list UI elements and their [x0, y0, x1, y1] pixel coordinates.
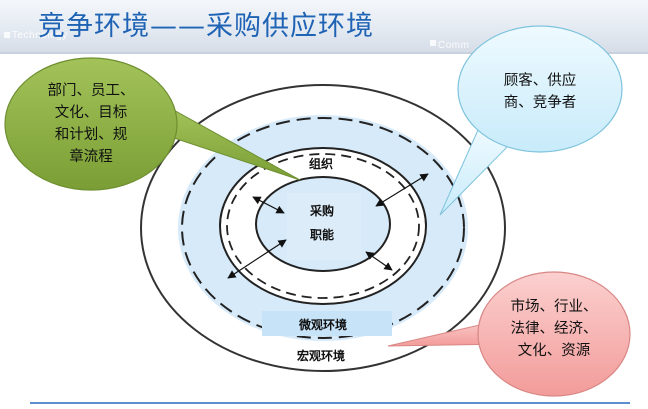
header-square-decor: [4, 32, 10, 38]
callout-internal-line: 和计划、规: [54, 127, 128, 143]
callout-internal-line: 章流程: [69, 149, 113, 165]
arrow-lower-right: [365, 251, 393, 271]
callout-internal-line: 文化、目标: [54, 105, 128, 121]
header-square-decor: [430, 40, 436, 46]
header-deco-text-right: Comm: [438, 40, 470, 51]
callout-macro-line: 文化、资源: [517, 343, 591, 359]
micro-environment-label: 微观环境: [299, 318, 348, 332]
core-label-line2: 职能: [310, 228, 335, 242]
organization-dashed-boundary: [226, 153, 420, 299]
page-title: 竞争环境——采购供应环境: [38, 11, 374, 42]
arrow-lower-left: [227, 239, 287, 279]
macro-environment-label: 宏观环境: [297, 349, 346, 363]
callout-micro-line: 顾客、供应: [503, 73, 577, 89]
header-deco-text-left: Technology: [12, 30, 68, 41]
micro-label-box: [262, 311, 392, 336]
callout-macro-line: 法律、经济、: [510, 321, 598, 337]
callout-micro-bubble: [457, 25, 623, 153]
arrow-upper-right: [375, 173, 429, 207]
callout-macro-line: 市场、行业、: [510, 299, 598, 315]
callout-internal-bubble: [4, 57, 178, 191]
callout-macro-text: 市场、行业、 法律、经济、 文化、资源: [492, 296, 616, 362]
callout-micro-line: 商、竞争者: [503, 95, 577, 111]
organization-label: 组织: [309, 157, 334, 171]
callout-micro-text: 顾客、供应 商、竞争者: [478, 70, 602, 114]
callout-internal-line: 部门、员工、: [47, 83, 135, 99]
header-divider: [0, 52, 648, 54]
micro-dashed-boundary: [181, 117, 465, 339]
arrow-upper-left: [252, 196, 285, 214]
footer-divider: [30, 402, 630, 404]
callout-internal-text: 部门、员工、 文化、目标 和计划、规 章流程: [21, 80, 161, 168]
purchasing-core-box: [287, 193, 361, 260]
callout-macro-bubble: [477, 271, 631, 397]
core-label-line1: 采购: [310, 204, 335, 218]
